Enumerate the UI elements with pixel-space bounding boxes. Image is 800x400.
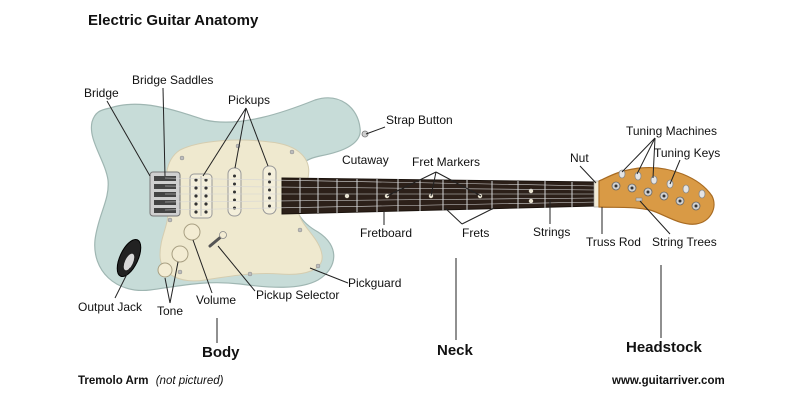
label-fretboard: Fretboard <box>360 226 412 240</box>
label-tuning-machines: Tuning Machines <box>626 124 717 138</box>
section-headstock: Headstock <box>626 339 703 356</box>
label-strings: Strings <box>533 225 570 239</box>
label-cutaway: Cutaway <box>342 153 389 167</box>
label-pickups: Pickups <box>228 93 270 107</box>
label-bridge: Bridge <box>84 86 119 100</box>
headstock-shape <box>598 166 715 225</box>
label-pickguard: Pickguard <box>348 276 401 290</box>
guitar-illustration <box>90 97 715 291</box>
footer-tremolo-note: Tremolo Arm (not pictured) <box>78 375 224 387</box>
label-volume: Volume <box>196 293 236 307</box>
footer-tremolo: Tremolo Arm <box>78 375 149 387</box>
section-neck: Neck <box>437 342 474 359</box>
label-frets: Frets <box>462 226 489 240</box>
label-pickup-selector: Pickup Selector <box>256 288 339 302</box>
nut <box>593 180 600 208</box>
label-nut: Nut <box>570 151 589 165</box>
fretboard-shape <box>281 177 596 215</box>
footer-site-url: www.guitarriver.com <box>611 375 725 387</box>
label-truss-rod: Truss Rod <box>586 235 641 249</box>
guitar-strings <box>164 177 598 211</box>
page-title: Electric Guitar Anatomy <box>88 12 259 29</box>
leader-lines <box>106 87 681 343</box>
footer-tremolo-not-pictured: (not pictured) <box>156 375 224 387</box>
section-body: Body <box>202 344 240 361</box>
label-tuning-keys: Tuning Keys <box>654 146 720 160</box>
label-output-jack: Output Jack <box>78 300 143 314</box>
label-tone: Tone <box>157 304 183 318</box>
control-knobs <box>157 223 201 278</box>
label-string-trees: String Trees <box>652 235 717 249</box>
label-fret-markers: Fret Markers <box>412 155 480 169</box>
label-strap-button: Strap Button <box>386 113 453 127</box>
label-bridge-saddles: Bridge Saddles <box>132 73 213 87</box>
